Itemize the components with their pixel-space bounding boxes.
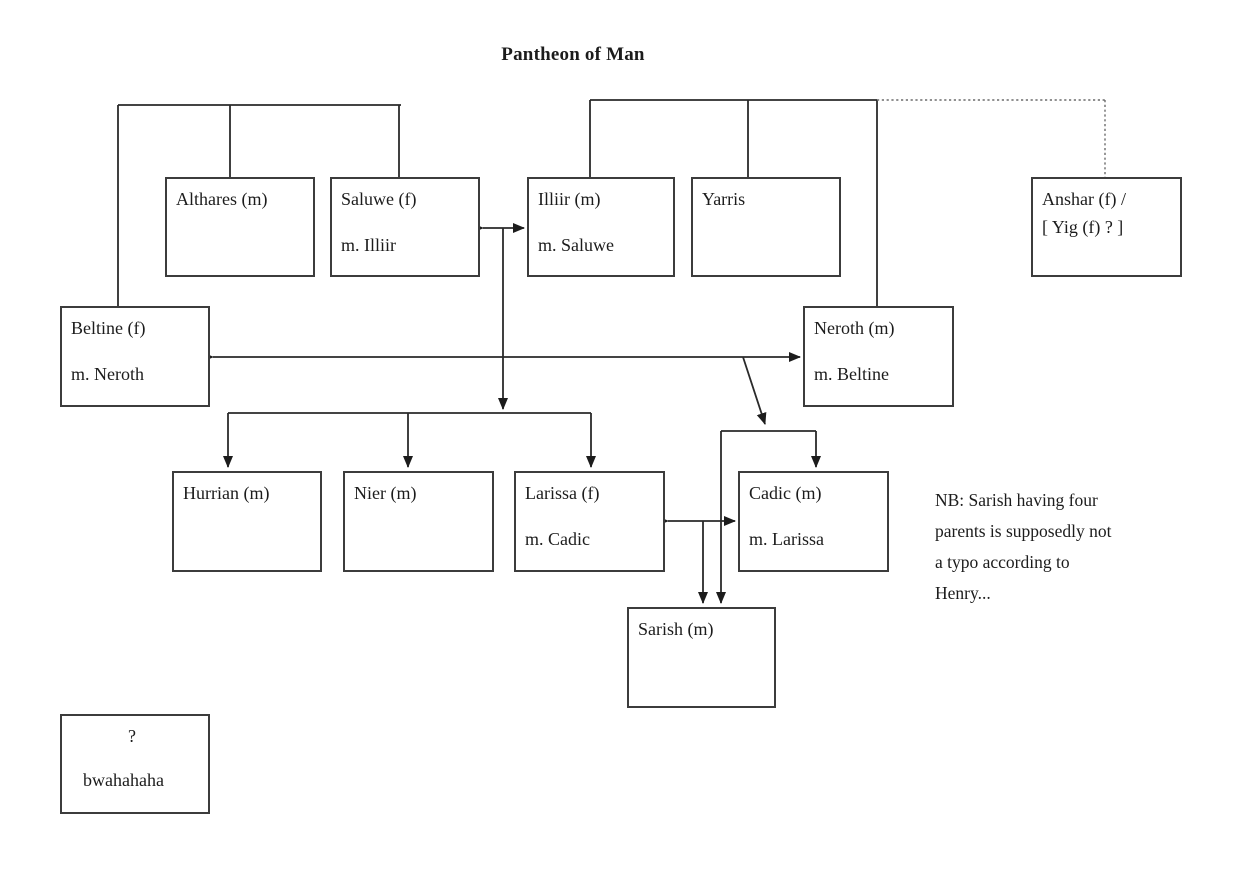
- node-cadic-name: Cadic (m): [749, 483, 822, 503]
- node-larissa: Larissa (f) m. Cadic: [514, 471, 665, 572]
- node-beltine-name: Beltine (f): [71, 318, 146, 338]
- node-althares-name: Althares (m): [176, 189, 268, 209]
- node-neroth-marriage: m. Beltine: [814, 364, 889, 384]
- node-illiir-name: Illiir (m): [538, 189, 601, 209]
- diagram-title: Pantheon of Man: [501, 44, 645, 65]
- node-hurrian: Hurrian (m): [172, 471, 322, 572]
- nb-note-line: NB: Sarish having four: [935, 490, 1098, 510]
- node-beltine-marriage: m. Neroth: [71, 364, 144, 384]
- node-unknown-name: ?: [128, 726, 136, 746]
- node-anshar: Anshar (f) / [ Yig (f) ? ]: [1031, 177, 1182, 277]
- bracket-althares-saluwe-to-beltine: [117, 104, 401, 306]
- nb-note-line: Henry...: [935, 583, 991, 603]
- node-althares-marriage: [176, 235, 304, 256]
- nb-note-line: parents is supposedly not: [935, 521, 1112, 541]
- node-yarris-marriage: [702, 235, 830, 256]
- node-hurrian-marriage: [183, 529, 311, 550]
- node-yarris-name: Yarris: [702, 189, 746, 209]
- node-sarish-marriage: [638, 665, 765, 686]
- node-althares: Althares (m): [165, 177, 315, 277]
- node-neroth-name: Neroth (m): [814, 318, 895, 338]
- node-nier-marriage: [354, 529, 483, 550]
- node-sarish-name: Sarish (m): [638, 619, 714, 639]
- node-illiir-marriage: m. Saluwe: [538, 235, 614, 255]
- node-unknown-joke: ? bwahahaha: [60, 714, 210, 814]
- node-unknown-caption: bwahahaha: [83, 770, 164, 790]
- node-saluwe-marriage: m. Illiir: [341, 235, 396, 255]
- nb-note: NB: Sarish having four parents is suppos…: [935, 485, 1195, 609]
- node-cadic: Cadic (m) m. Larissa: [738, 471, 889, 572]
- node-cadic-marriage: m. Larissa: [749, 529, 824, 549]
- node-nier-name: Nier (m): [354, 483, 417, 503]
- node-saluwe: Saluwe (f) m. Illiir: [330, 177, 480, 277]
- node-neroth: Neroth (m) m. Beltine: [803, 306, 954, 407]
- nb-note-line: a typo according to: [935, 552, 1070, 572]
- node-anshar-alt-name: [ Yig (f) ? ]: [1042, 217, 1124, 237]
- node-larissa-marriage: m. Cadic: [525, 529, 590, 549]
- bracket-illiir-yarris-anshar-to-neroth: [589, 99, 1106, 306]
- node-larissa-name: Larissa (f): [525, 483, 600, 503]
- node-sarish: Sarish (m): [627, 607, 776, 708]
- children-bracket-hurrian-nier-larissa: [223, 228, 596, 468]
- node-anshar-name: Anshar (f) /: [1042, 189, 1126, 209]
- node-saluwe-name: Saluwe (f): [341, 189, 417, 209]
- node-yarris: Yarris: [691, 177, 841, 277]
- node-illiir: Illiir (m) m. Saluwe: [527, 177, 675, 277]
- node-beltine: Beltine (f) m. Neroth: [60, 306, 210, 407]
- node-hurrian-name: Hurrian (m): [183, 483, 270, 503]
- node-nier: Nier (m): [343, 471, 494, 572]
